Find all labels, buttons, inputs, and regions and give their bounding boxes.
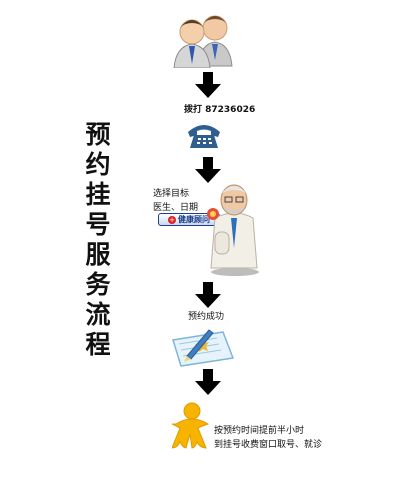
arrow-down-icon: [195, 72, 221, 98]
step-select-line1: 选择目标: [153, 189, 190, 199]
step-success-label: 预约成功: [188, 312, 225, 322]
document-pen-icon: [165, 326, 237, 372]
flow-title: 预约挂号服务流程: [85, 120, 111, 359]
step-visit-line2: 到挂号收费窗口取号、就诊: [214, 440, 323, 450]
health-advisor-badge: + 健康顾问: [158, 213, 220, 226]
step-visit-line1: 按预约时间提前半小时: [214, 426, 305, 436]
step-select-line2: 医生、日期: [153, 203, 199, 213]
arrow-down-icon: [195, 282, 221, 308]
arrow-down-icon: [195, 157, 221, 183]
step-call-label: 拨打 87236026: [184, 105, 256, 115]
arrow-down-icon: [195, 369, 221, 395]
phone-icon: [186, 122, 222, 154]
plus-icon: +: [168, 215, 176, 224]
doctor-icon: [203, 176, 265, 280]
person-icon: [171, 402, 212, 454]
users-icon: [172, 10, 238, 72]
